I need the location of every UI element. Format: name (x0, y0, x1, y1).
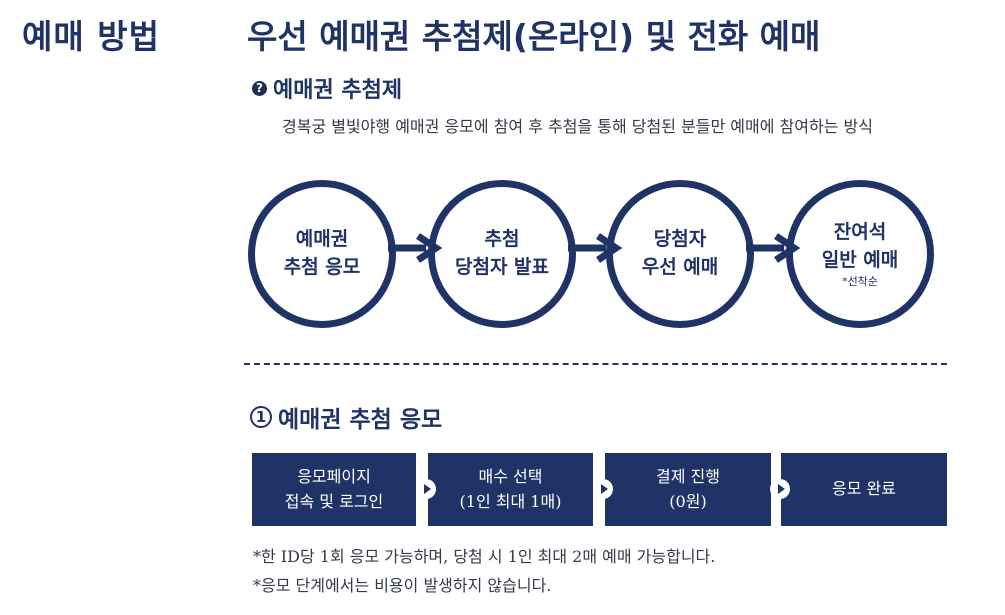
left-title: 예매 방법 (22, 17, 160, 56)
chevron-right-icon (416, 479, 436, 499)
flow-step-line2: 일반 예매 (821, 248, 899, 271)
step-number: 1 (250, 406, 272, 428)
arrow-right-icon (388, 233, 443, 263)
process-step-line1: 응모페이지 (297, 466, 371, 486)
flow-step-priority: 당첨자 우선 예매 (606, 180, 754, 328)
section-divider (244, 363, 947, 365)
flow-step-draw: 추첨 당첨자 발표 (428, 180, 576, 328)
chevron-right-icon (593, 479, 613, 499)
process-step-line2: (1인 최대 1매) (459, 491, 562, 511)
flow-step-general: 잔여석 일반 예매 *선착순 (786, 180, 934, 328)
process-step-line2: (0원) (669, 491, 707, 511)
flow-step-line2: 추첨 응모 (283, 256, 361, 278)
process-step-line2: 접속 및 로그인 (284, 491, 384, 511)
process-step-line1: 결제 진행 (656, 466, 720, 486)
flow-step-line1: 예매권 (295, 228, 349, 251)
flow-step-line2: 당첨자 발표 (454, 256, 549, 278)
process-step-quantity: 매수 선택 (1인 최대 1매) (428, 453, 593, 526)
section-description: 경복궁 별빛야행 예매권 응모에 참여 후 추첨을 통해 당첨된 분들만 예매에… (282, 117, 873, 136)
process-step-login: 응모페이지 접속 및 로그인 (252, 453, 416, 526)
section-title: 예매권 추첨제 (273, 78, 403, 103)
flow-step-line1: 잔여석 (833, 221, 887, 244)
question-icon: ? (252, 80, 267, 96)
process-step-line1: 매수 선택 (478, 466, 543, 486)
chevron-right-icon (770, 479, 790, 499)
flow-step-line1: 추첨 (484, 228, 520, 251)
arrow-right-icon (746, 233, 801, 263)
process-step-payment: 결제 진행 (0원) (605, 453, 771, 526)
process-step-line1: 응모 완료 (832, 479, 896, 499)
footnote: *응모 단계에서는 비용이 발생하지 않습니다. (253, 576, 552, 595)
flow-step-note: *선착순 (842, 275, 878, 289)
section-heading: ? 예매권 추첨제 (252, 72, 402, 104)
step-title: 예매권 추첨 응모 (278, 407, 443, 433)
page-title: 우선 예매권 추첨제(온라인) 및 전화 예매 (247, 17, 821, 56)
footnote: *한 ID당 1회 응모 가능하며, 당첨 시 1인 최대 2매 예매 가능합니… (253, 547, 716, 566)
flow-step-line1: 당첨자 (653, 228, 707, 251)
flow-step-apply: 예매권 추첨 응모 (248, 180, 396, 328)
flow-step-line2: 우선 예매 (641, 256, 719, 278)
step-heading: 1 예매권 추첨 응모 (250, 400, 442, 434)
process-step-complete: 응모 완료 (781, 453, 947, 526)
arrow-right-icon (568, 233, 623, 263)
